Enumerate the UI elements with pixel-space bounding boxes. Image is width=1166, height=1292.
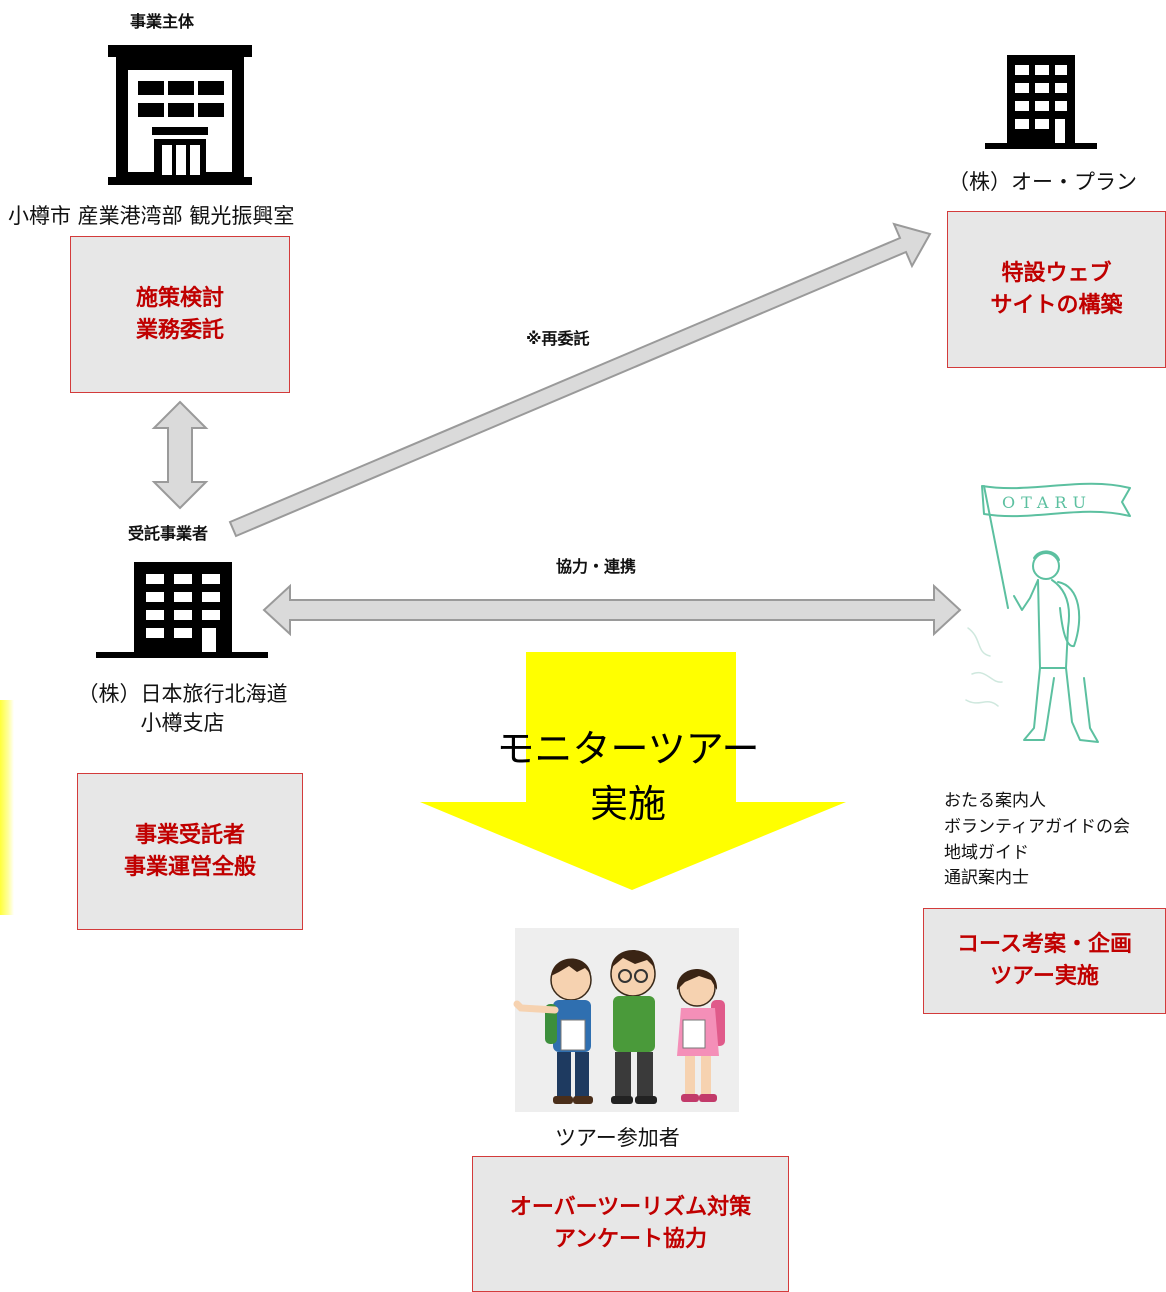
- org-main-name: 小樽市 産業港湾部 観光振興室: [8, 204, 295, 228]
- monitor-tour-label: モニターツアー 実施: [458, 722, 798, 832]
- guides-line4: 通訳案内士: [944, 868, 1029, 889]
- contractor-name-line2: 小樽支店: [140, 711, 225, 736]
- monitor-tour-line2: 実施: [589, 782, 666, 827]
- contractor-name-line1: （株）日本旅行北海道: [77, 682, 288, 706]
- website-box-line2: サイトの構築: [990, 292, 1123, 318]
- policy-review-line2: 業務委託: [135, 317, 224, 343]
- double-arrow-vertical-icon: [151, 400, 209, 510]
- monitor-tour-line1: モニターツアー: [496, 727, 760, 771]
- double-arrow-horizontal-icon: [262, 583, 962, 637]
- policy-review-box: 施策検討 業務委託: [70, 236, 290, 393]
- office-building-icon: [985, 55, 1097, 149]
- org-main-heading: 事業主体: [130, 12, 195, 31]
- contractor-box: 事業受託者 事業運営全般: [77, 773, 303, 930]
- guides-line3: 地域ガイド: [944, 842, 1029, 863]
- guide-flag-text: OTARU: [1002, 493, 1092, 512]
- course-planning-line2: ツアー実施: [990, 964, 1099, 989]
- policy-review-line1: 施策検討: [135, 285, 224, 311]
- tour-participants-illustration: [513, 928, 739, 1112]
- subcontractor-name: （株）オー・プラン: [948, 170, 1137, 194]
- course-planning-box: コース考案・企画 ツアー実施: [923, 908, 1166, 1014]
- survey-box-line1: オーバーツーリズム対策: [509, 1195, 752, 1221]
- resubcontract-label: ※再委託: [526, 329, 590, 348]
- contractor-name: （株）日本旅行北海道 小樽支店: [50, 680, 315, 739]
- website-box-line1: 特設ウェブ: [1001, 260, 1112, 286]
- survey-box-line2: アンケート協力: [553, 1227, 708, 1252]
- guides-line1: おたる案内人: [944, 791, 1046, 811]
- office-building-icon: [96, 562, 268, 658]
- monitor-tour-arrow-icon: [420, 652, 846, 890]
- guides-list: おたる案内人 ボランティアガイドの会 地域ガイド 通訳案内士: [944, 789, 1130, 892]
- course-planning-line1: コース考案・企画: [957, 932, 1132, 958]
- contractor-box-line2: 事業運営全般: [123, 854, 256, 880]
- survey-box: オーバーツーリズム対策 アンケート協力: [472, 1156, 789, 1292]
- contractor-box-line1: 事業受託者: [134, 822, 245, 848]
- government-building-icon: [108, 45, 252, 185]
- cooperation-label: 協力・連携: [556, 557, 637, 576]
- guides-line2: ボランティアガイドの会: [944, 816, 1130, 837]
- tour-guide-illustration: OTARU: [965, 482, 1131, 743]
- yellow-edge-highlight: [0, 700, 14, 915]
- participants-name: ツアー参加者: [555, 1126, 680, 1150]
- contractor-heading: 受託事業者: [128, 524, 209, 543]
- website-box: 特設ウェブ サイトの構築: [947, 211, 1166, 368]
